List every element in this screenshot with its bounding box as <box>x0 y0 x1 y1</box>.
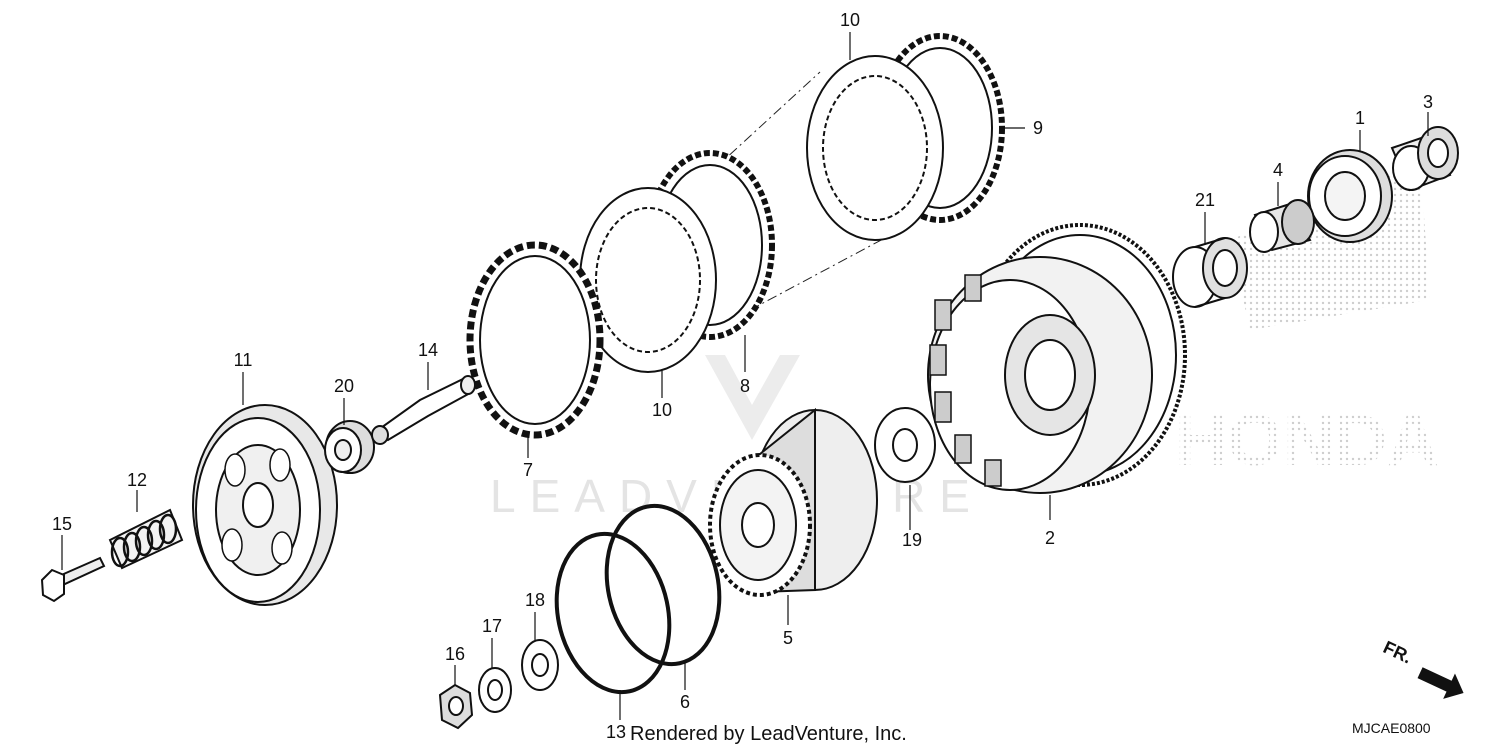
part-20-bearing <box>324 420 375 474</box>
part-10-steel-plate-lower <box>579 187 717 373</box>
callout-19: 19 <box>902 530 922 550</box>
callout-9: 9 <box>1033 118 1043 138</box>
callout-2: 2 <box>1045 528 1055 548</box>
callout-10-lower: 10 <box>652 400 672 420</box>
callout-17: 17 <box>482 616 502 636</box>
part-16-nut <box>438 683 474 730</box>
brand-watermark-text: HONDA <box>1175 401 1439 481</box>
part-21-needle-bearing <box>1172 237 1248 308</box>
callout-14: 14 <box>418 340 438 360</box>
callout-16: 16 <box>445 644 465 664</box>
front-arrow-icon <box>1417 667 1464 699</box>
part-3-bushing <box>1390 126 1459 192</box>
part-4-sleeve <box>1249 199 1315 253</box>
callout-10-upper: 10 <box>840 10 860 30</box>
callout-6: 6 <box>680 692 690 712</box>
part-13-wire-ring <box>554 531 672 695</box>
part-17-washer <box>478 667 512 713</box>
front-indicator-label: FR. <box>1380 637 1415 667</box>
diagram-code: MJCAE0800 <box>1352 720 1431 736</box>
callout-21: 21 <box>1195 190 1215 210</box>
callout-1: 1 <box>1355 108 1365 128</box>
part-11-pressure-plate <box>192 404 338 606</box>
callout-4: 4 <box>1273 160 1283 180</box>
callout-12: 12 <box>127 470 147 490</box>
part-1-collar <box>1307 149 1393 243</box>
part-18-washer <box>521 639 559 691</box>
callout-7: 7 <box>523 460 533 480</box>
credit-text: Rendered by LeadVenture, Inc. <box>630 723 907 745</box>
callout-13: 13 <box>606 722 626 742</box>
part-19-washer <box>874 407 936 483</box>
part-14-lifter-rod <box>371 375 476 445</box>
callout-20: 20 <box>334 376 354 396</box>
part-10-steel-plate-upper <box>806 55 944 241</box>
part-6-wire-ring <box>604 503 722 667</box>
callout-18: 18 <box>525 590 545 610</box>
part-12-spring <box>108 508 184 570</box>
callout-labels: 1 2 3 4 5 6 7 8 9 10 10 11 12 13 14 15 1… <box>52 10 1433 742</box>
callout-8: 8 <box>740 376 750 396</box>
callout-3: 3 <box>1423 92 1433 112</box>
callout-11: 11 <box>234 350 253 370</box>
callout-15: 15 <box>52 514 72 534</box>
part-15-bolt <box>40 556 106 603</box>
callout-5: 5 <box>783 628 793 648</box>
part-7-friction-disc <box>466 241 604 439</box>
leader-lines <box>61 32 1429 720</box>
part-2-clutch-outer <box>927 223 1187 494</box>
front-direction-indicator: FR. <box>1380 637 1464 699</box>
part-5-clutch-center <box>708 407 878 597</box>
